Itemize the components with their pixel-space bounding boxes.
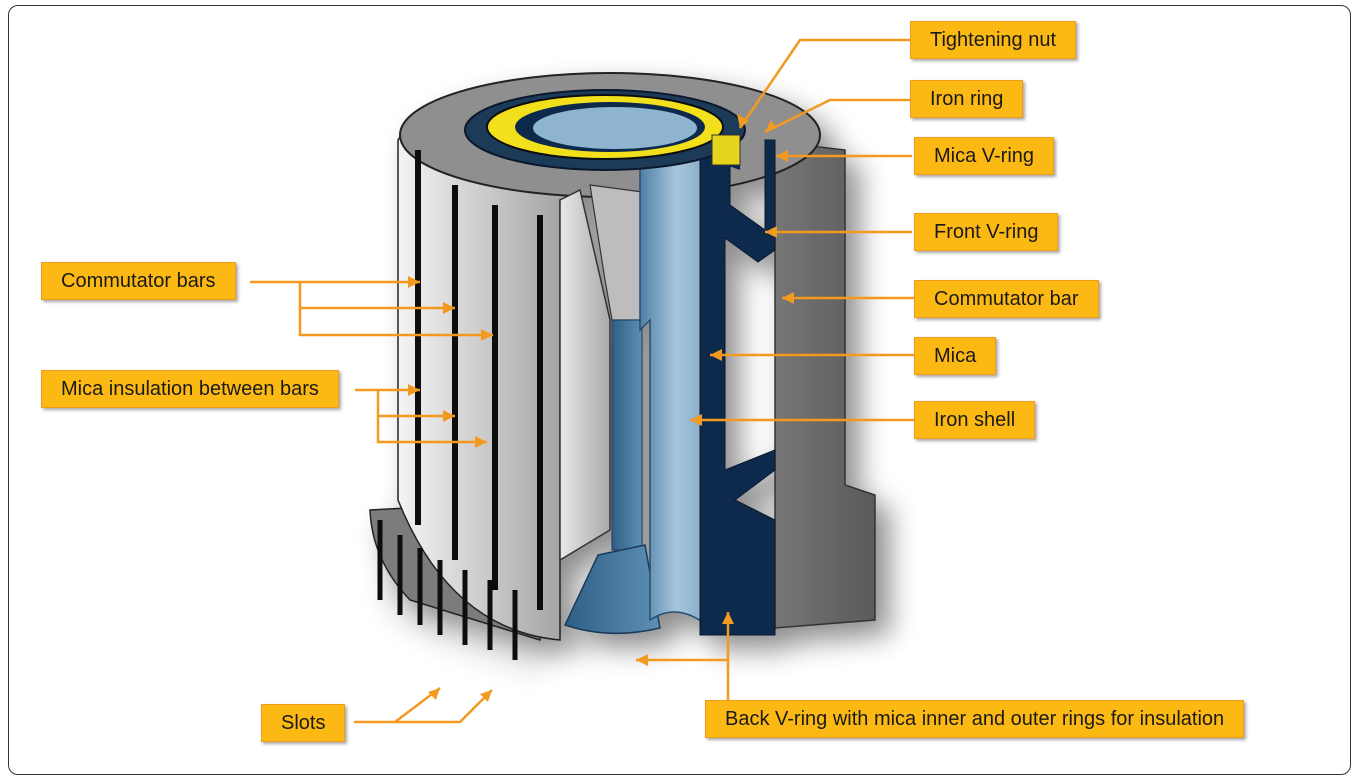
- label-slots: Slots: [261, 704, 346, 742]
- label-tightening-nut: Tightening nut: [910, 21, 1077, 59]
- label-back-v-ring: Back V-ring with mica inner and outer ri…: [705, 700, 1245, 738]
- label-mica: Mica: [914, 337, 997, 375]
- label-iron-ring: Iron ring: [910, 80, 1024, 118]
- label-mica-insulation: Mica insulation between bars: [41, 370, 339, 408]
- commutator-body: [369, 72, 876, 660]
- leader-arrowheads: [408, 114, 794, 702]
- label-mica-v-ring: Mica V-ring: [914, 137, 1055, 175]
- label-commutator-bars: Commutator bars: [41, 262, 236, 300]
- label-iron-shell: Iron shell: [914, 401, 1036, 439]
- label-commutator-bar: Commutator bar: [914, 280, 1099, 318]
- leader-lines: [250, 38, 914, 724]
- label-front-v-ring: Front V-ring: [914, 213, 1059, 251]
